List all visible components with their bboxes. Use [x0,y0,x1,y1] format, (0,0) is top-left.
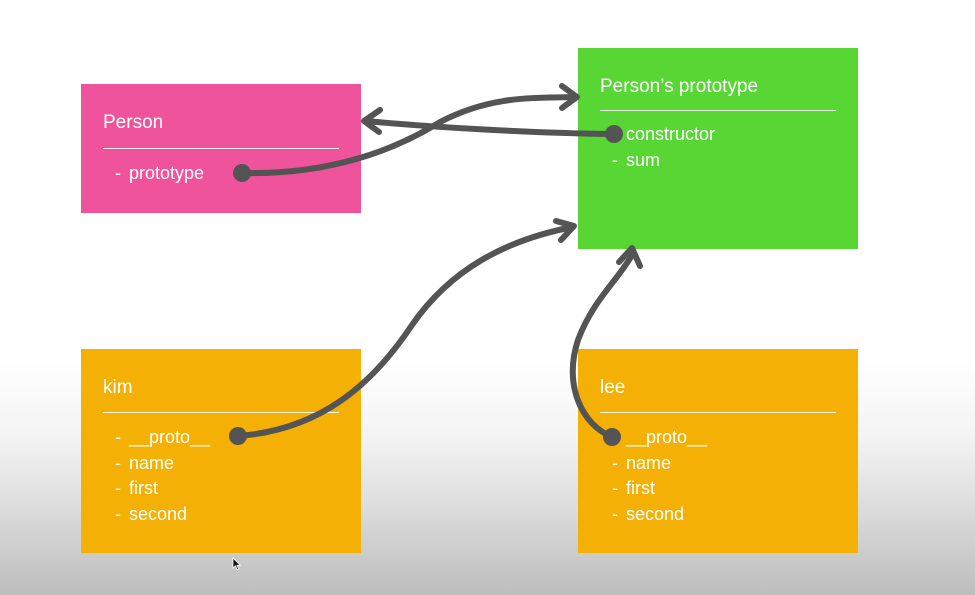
kim-prop-proto: -__proto__ [115,425,210,451]
kim-title: kim [103,377,133,398]
prop-label: second [626,503,685,524]
prop-label: name [626,452,672,473]
prototype-divider [600,110,836,111]
arrowhead-icon [361,107,383,135]
lee-divider [600,412,836,413]
lee-properties: __proto__ -name -first -second [612,425,707,527]
bullet-dash: - [115,503,121,524]
bullet-dash: - [612,452,618,473]
prop-label: first [626,478,655,498]
prop-label: prototype [129,163,205,183]
bullet-dash: - [612,478,618,498]
prototype-prop-sum: -sum [612,148,715,174]
prop-label: second [129,503,188,524]
prop-label: constructor [626,124,716,144]
lee-title: lee [600,377,626,398]
kim-properties: -__proto__ -name -first -second [115,425,210,527]
arrowhead-icon [559,83,580,111]
prop-label: name [129,452,175,473]
mouse-cursor-icon [232,557,242,571]
kim-prop-name: -name [115,451,210,477]
lee-prop-first: -first [612,476,707,502]
kim-prop-second: -second [115,502,210,528]
person-prop-prototype: -prototype [115,161,204,187]
person-title: Person [103,112,164,133]
person-box: Person -prototype [81,84,361,213]
kim-prop-first: -first [115,476,210,502]
prop-label: __proto__ [129,427,211,447]
prop-label: first [129,478,158,498]
person-properties: -prototype [115,161,204,187]
lee-box: lee __proto__ -name -first -second [578,349,858,553]
kim-box: kim -__proto__ -name -first -second [81,349,361,553]
prototype-prop-constructor: constructor [612,122,715,148]
bullet-dash: - [115,427,121,447]
bullet-dash: - [612,149,618,170]
prop-label: __proto__ [626,427,708,447]
arrowhead-icon [616,245,643,269]
prototype-properties: constructor -sum [612,122,715,173]
person-prototype-box: Person’s prototype constructor -sum [578,48,858,249]
bullet-dash: - [612,503,618,524]
bullet-dash: - [115,163,121,183]
lee-prop-second: -second [612,502,707,528]
lee-prop-name: -name [612,451,707,477]
arrow-constructor-to-person [363,118,615,137]
bullet-dash: - [115,478,121,498]
prototype-title: Person’s prototype [600,76,759,97]
kim-divider [103,412,339,413]
lee-prop-proto: __proto__ [612,425,707,451]
bullet-dash: - [115,452,121,473]
arrowhead-icon [553,218,577,243]
prop-label: sum [626,149,661,170]
person-divider [103,148,339,149]
